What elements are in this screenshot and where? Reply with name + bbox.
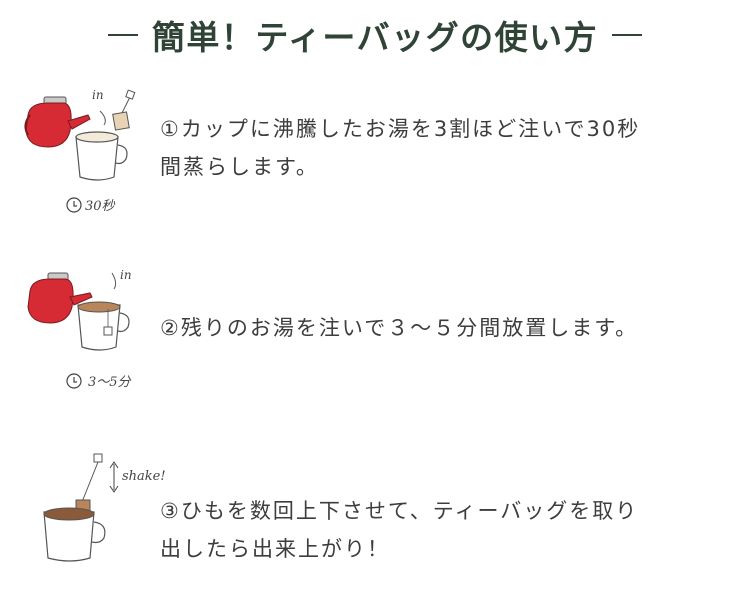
step-1: in 30秒 ①カップに沸騰したお湯を3割ほど注いで30秒 間蒸らします。	[0, 85, 750, 225]
step-3: shake! ③ひもを数回上下させて、ティーバッグを取り 出したら出来上がり！	[0, 450, 750, 590]
timer-icon	[66, 373, 82, 389]
page-title: 簡単！ティーバッグの使い方	[151, 18, 599, 57]
title-dash-left	[107, 34, 138, 36]
note-shake: shake!	[122, 469, 166, 484]
timer-icon	[66, 197, 82, 213]
tea-bag-icon	[75, 453, 103, 517]
step-2-line-1: ②残りのお湯を注いで３～５分間放置します。	[160, 316, 639, 340]
cup-icon	[75, 131, 128, 181]
kettle-refill-illustration: in 3～5分	[27, 268, 132, 390]
cup-icon	[77, 301, 130, 351]
kettle-icon	[24, 96, 91, 148]
cup-icon	[43, 507, 106, 562]
step-1-line-1: ①カップに沸騰したお湯を3割ほど注いで30秒	[160, 117, 641, 141]
timer-label: 30秒	[85, 199, 116, 214]
note-in: in	[120, 268, 132, 282]
step-1-text: ①カップに沸騰したお湯を3割ほど注いで30秒 間蒸らします。	[160, 110, 640, 186]
note-in: in	[92, 88, 104, 102]
step-1-line-2: 間蒸らします。	[160, 155, 319, 179]
title-dash-right	[612, 34, 643, 36]
step-3-text: ③ひもを数回上下させて、ティーバッグを取り 出したら出来上がり！	[160, 492, 638, 568]
kettle-icon	[27, 272, 93, 324]
step-3-line-1: ③ひもを数回上下させて、ティーバッグを取り	[160, 499, 639, 523]
timer-label: 3～5分	[88, 375, 132, 390]
step-3-line-2: 出したら出来上がり！	[160, 537, 390, 561]
tea-bag-icon	[112, 89, 136, 131]
step-2: in 3～5分 ②残りのお湯を注いで３～５分間放置します。	[0, 265, 750, 395]
step-2-text: ②残りのお湯を注いで３～５分間放置します。	[160, 309, 638, 347]
kettle-pour-illustration: in 30秒	[24, 88, 136, 214]
page-title-row: 簡単！ティーバッグの使い方	[0, 10, 750, 60]
up-down-arrow-icon	[109, 461, 119, 493]
tea-bag-shake-illustration: shake!	[43, 453, 166, 562]
